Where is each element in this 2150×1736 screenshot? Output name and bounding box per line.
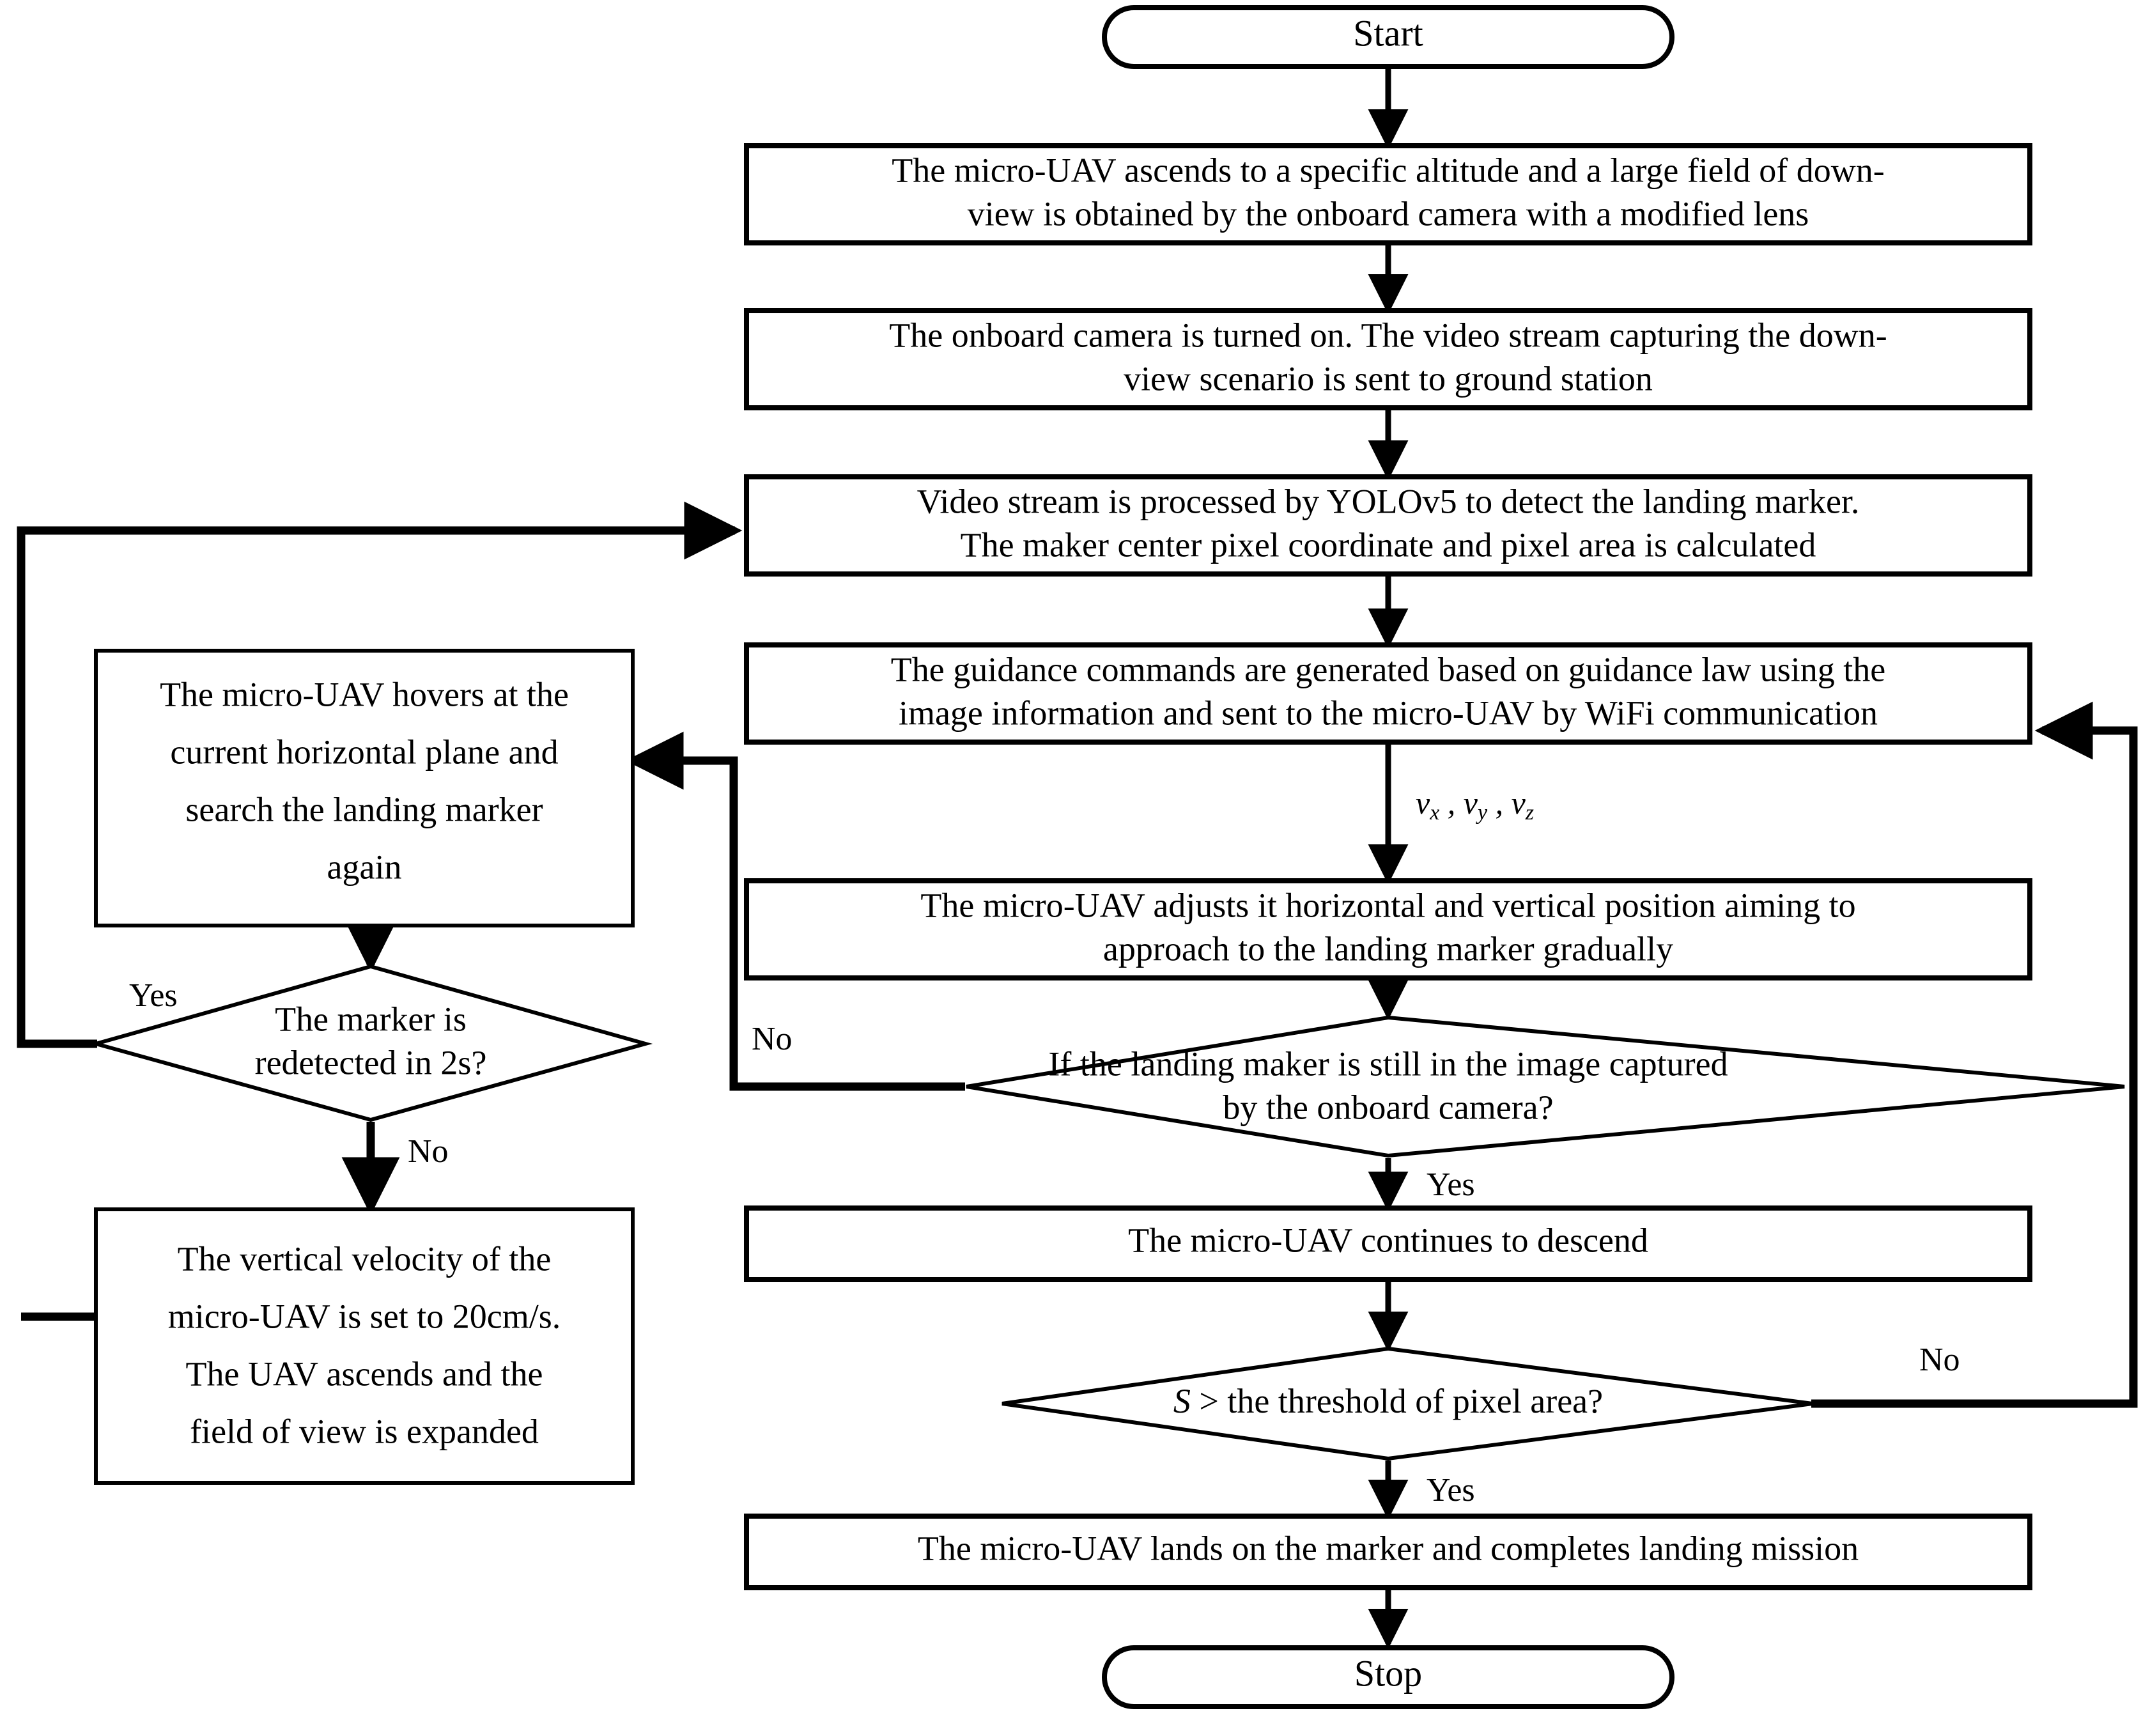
- node-ascend-expand-fov-line4: field of view is expanded: [190, 1412, 539, 1450]
- node-decision-redetect-2s-line2: redetected in 2s?: [255, 1043, 487, 1081]
- node-decision-redetect-2s-line1: The marker is: [275, 1000, 467, 1038]
- node-hover-and-search-line1: The micro-UAV hovers at the: [160, 675, 569, 713]
- node-hover-and-search-line3: search the landing marker: [185, 790, 543, 828]
- node-adjust-position-line1: The micro-UAV adjusts it horizontal and …: [920, 886, 1855, 924]
- node-guidance-commands-line1: The guidance commands are generated base…: [891, 650, 1885, 688]
- node-ascend-line1: The micro-UAV ascends to a specific alti…: [892, 151, 1885, 189]
- node-land-on-marker-line1: The micro-UAV lands on the marker and co…: [918, 1529, 1859, 1567]
- edge-label-area-yes: Yes: [1427, 1472, 1475, 1508]
- velocity-vx: v: [1416, 785, 1430, 821]
- edge-redetect-yes-to-yolo: [17, 501, 743, 1048]
- node-start[interactable]: [1102, 5, 1674, 69]
- node-decision-marker-in-image-line1: If the landing maker is still in the ima…: [1048, 1044, 1728, 1083]
- node-decision-marker-in-image[interactable]: [966, 1015, 2125, 1158]
- node-yolo-detect[interactable]: [744, 474, 2032, 577]
- node-stop[interactable]: [1102, 1645, 1674, 1709]
- edge-label-area-no: No: [1919, 1342, 1960, 1378]
- node-land-on-marker[interactable]: [744, 1514, 2032, 1590]
- velocity-sep-2: ,: [1487, 785, 1512, 821]
- velocity-vx-sub: x: [1429, 801, 1439, 825]
- node-hover-and-search-line4: again: [327, 848, 402, 886]
- node-decision-area-threshold[interactable]: [1002, 1346, 1813, 1461]
- node-decision-redetect-2s[interactable]: [88, 964, 653, 1122]
- node-camera-on[interactable]: [744, 308, 2032, 410]
- node-ascend-expand-fov[interactable]: [94, 1207, 635, 1485]
- velocity-vz-sub: z: [1525, 801, 1534, 825]
- node-ascend-expand-fov-line3: The UAV ascends and the: [186, 1354, 543, 1393]
- node-adjust-position[interactable]: [744, 878, 2032, 980]
- edge-label-marker-no: No: [752, 1021, 793, 1057]
- edge-label-velocity-commands: vx , vy , vz: [1416, 785, 1534, 824]
- node-ascend-line2: view is obtained by the onboard camera w…: [968, 194, 1809, 233]
- node-camera-on-line2: view scenario is sent to ground station: [1124, 359, 1653, 398]
- velocity-vz: v: [1512, 785, 1526, 821]
- node-camera-on-line1: The onboard camera is turned on. The vid…: [889, 316, 1887, 354]
- node-decision-marker-in-image-line2: by the onboard camera?: [1223, 1088, 1553, 1126]
- velocity-vy-sub: y: [1476, 801, 1488, 825]
- node-hover-and-search[interactable]: [94, 649, 635, 927]
- node-ascend[interactable]: [744, 143, 2032, 245]
- edge-decision-no-to-hover: [625, 731, 965, 1091]
- node-yolo-detect-line1: Video stream is processed by YOLOv5 to d…: [917, 482, 1860, 520]
- node-decision-area-threshold-label: S > the threshold of pixel area?: [1173, 1382, 1603, 1420]
- node-stop-label: Stop: [1354, 1652, 1422, 1694]
- node-adjust-position-line2: approach to the landing marker gradually: [1103, 929, 1673, 968]
- node-start-label: Start: [1353, 12, 1423, 54]
- edge-label-redetect-no: No: [408, 1133, 449, 1170]
- node-guidance-commands-line2: image information and sent to the micro-…: [899, 694, 1878, 732]
- node-guidance-commands[interactable]: [744, 642, 2032, 745]
- node-continue-descend[interactable]: [744, 1205, 2032, 1282]
- node-yolo-detect-line2: The maker center pixel coordinate and pi…: [961, 525, 1816, 564]
- velocity-sep-1: ,: [1439, 785, 1464, 821]
- area-threshold-text: > the threshold of pixel area?: [1191, 1382, 1603, 1420]
- node-ascend-expand-fov-line1: The vertical velocity of the: [178, 1239, 552, 1278]
- node-continue-descend-line1: The micro-UAV continues to descend: [1128, 1221, 1648, 1259]
- edge-area-no-loop-to-guidance: [1811, 701, 2138, 1408]
- edge-label-marker-yes: Yes: [1427, 1166, 1475, 1203]
- node-hover-and-search-line2: current horizontal plane and: [170, 732, 558, 771]
- velocity-vy: v: [1464, 785, 1478, 821]
- node-ascend-expand-fov-line2: micro-UAV is set to 20cm/s.: [168, 1297, 561, 1335]
- edge-label-redetect-yes: Yes: [129, 977, 178, 1014]
- area-threshold-symbol: S: [1173, 1382, 1191, 1420]
